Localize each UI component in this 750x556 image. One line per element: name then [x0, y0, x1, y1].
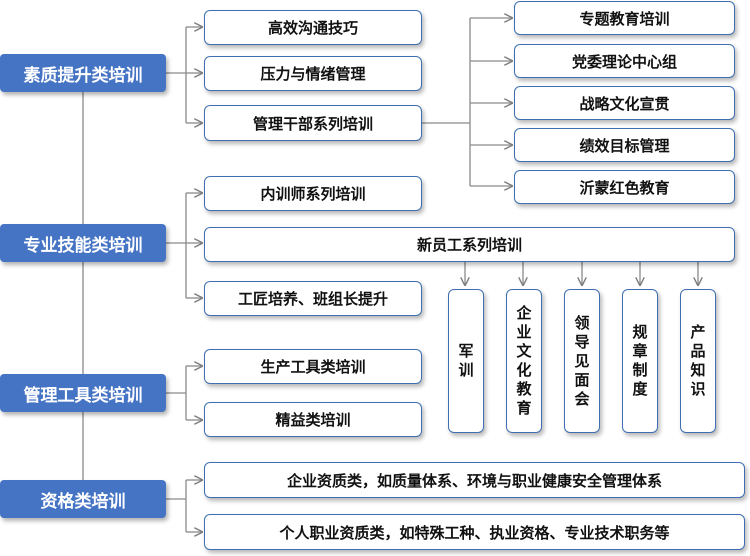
category-tool-training: 管理工具类培训 [0, 374, 166, 412]
item-lean-training: 精益类培训 [204, 402, 422, 437]
item-craftsman-team-leader: 工匠培养、班组长提升 [204, 281, 422, 316]
cadre-sub-party-theory-group: 党委理论中心组 [514, 44, 735, 78]
item-production-tools: 生产工具类培训 [204, 349, 422, 384]
category-skill-training: 专业技能类培训 [0, 224, 166, 262]
item-personal-qualification: 个人职业资质类，如特殊工种、执业资格、专业技术职务等 [204, 514, 745, 550]
newstaff-sub-military-training: 军训 [448, 289, 484, 433]
vertical-text: 规章制度 [632, 323, 648, 398]
newstaff-sub-rules: 规章制度 [622, 289, 658, 433]
vertical-text: 产品知识 [690, 323, 706, 398]
item-stress-emotion-management: 压力与情绪管理 [204, 56, 422, 91]
item-trainer-series: 内训师系列培训 [204, 176, 422, 211]
cadre-sub-special-education: 专题教育培训 [514, 1, 735, 35]
category-quality-training: 素质提升类培训 [0, 54, 166, 92]
newstaff-sub-product-knowledge: 产品知识 [680, 289, 716, 433]
category-qualification-training: 资格类培训 [0, 480, 166, 518]
vertical-text: 军训 [458, 342, 474, 379]
item-new-staff-series: 新员工系列培训 [204, 227, 735, 262]
item-enterprise-qualification: 企业资质类，如质量体系、环境与职业健康安全管理体系 [204, 462, 745, 498]
item-communication-skills: 高效沟通技巧 [204, 10, 422, 45]
cadre-sub-strategy-culture: 战略文化宣贯 [514, 86, 735, 120]
vertical-text: 企业文化教育 [516, 304, 532, 417]
item-cadre-series-training: 管理干部系列培训 [204, 105, 422, 141]
vertical-text: 领导见面会 [574, 313, 590, 408]
cadre-sub-red-education: 沂蒙红色教育 [514, 170, 735, 204]
cadre-sub-performance-goals: 绩效目标管理 [514, 128, 735, 162]
newstaff-sub-leader-meeting: 领导见面会 [564, 289, 600, 433]
newstaff-sub-corporate-culture: 企业文化教育 [506, 289, 542, 433]
